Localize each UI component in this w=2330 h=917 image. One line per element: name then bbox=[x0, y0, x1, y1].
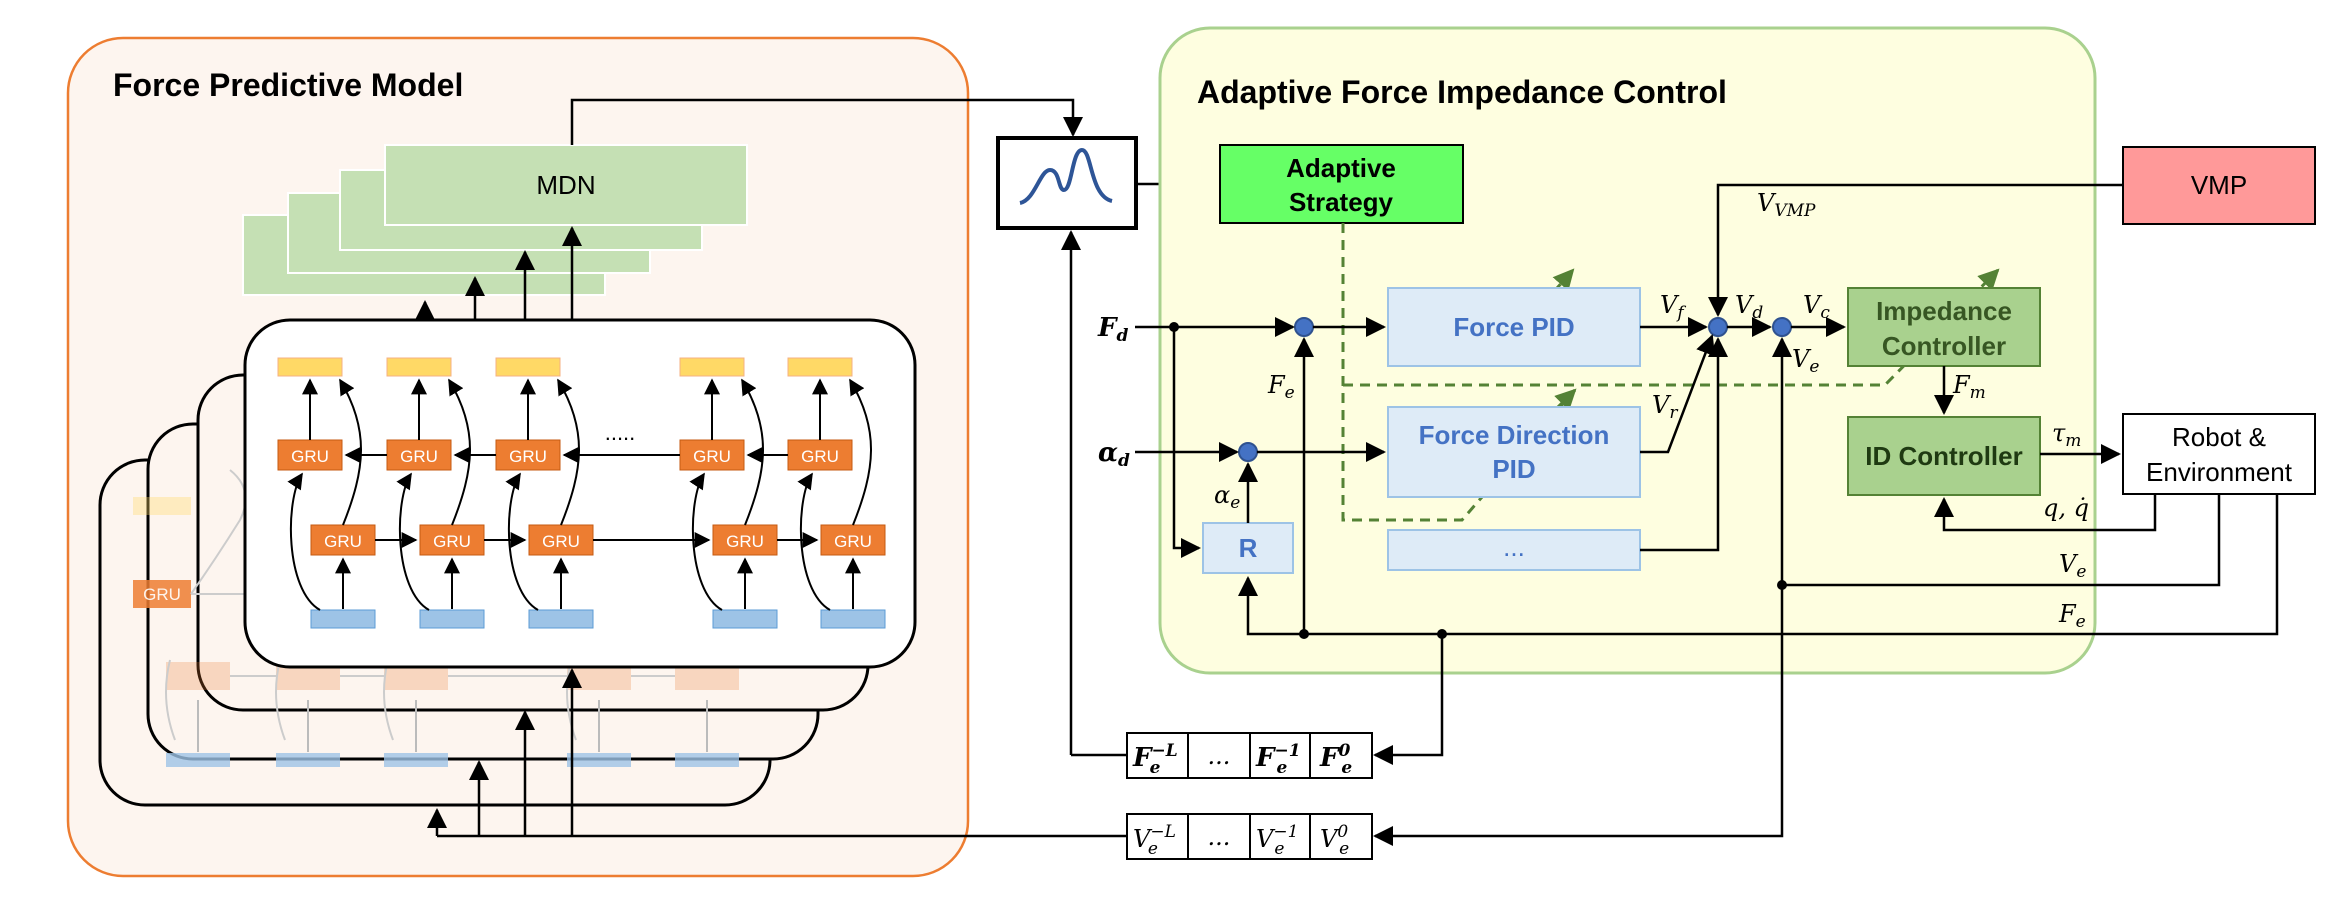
gru-backward-cell bbox=[386, 439, 452, 471]
label-V-e-outer: Ve bbox=[2059, 550, 2086, 582]
gru-forward-output-curve bbox=[557, 378, 580, 526]
label-F-e-inner: Fe bbox=[1267, 371, 1295, 403]
more-pid-block bbox=[1387, 529, 1641, 571]
impedance-controller-block bbox=[1847, 287, 2041, 367]
label-F-m: Fm bbox=[1952, 371, 1986, 403]
gru-forward-label: GRU bbox=[324, 532, 362, 551]
id-controller-block bbox=[1847, 416, 2041, 496]
label-F-d: Fd bbox=[1097, 313, 1128, 346]
gru-input-arrows bbox=[427, 668, 1130, 838]
gru-backward-label: GRU bbox=[291, 447, 329, 466]
gru-input-skip-curve bbox=[505, 472, 539, 611]
distribution-curve-icon bbox=[1019, 147, 1113, 205]
gru-forward-label: GRU bbox=[834, 532, 872, 551]
gru-forward-label: GRU bbox=[726, 532, 764, 551]
sum-junction-vc bbox=[1772, 317, 1792, 337]
gru-backward-label: GRU bbox=[801, 447, 839, 466]
gru-forward-output-curve bbox=[339, 378, 362, 526]
label-V-c: Vc bbox=[1803, 291, 1830, 323]
mdn-to-distribution-arrow bbox=[570, 98, 1083, 145]
signal-wires bbox=[1135, 183, 2279, 846]
force-direction-pid-label-1: Force Direction bbox=[1419, 420, 1610, 450]
gru-input-skip-curve bbox=[287, 472, 321, 611]
gru-stack-front bbox=[243, 318, 917, 669]
sum-junction-alpha bbox=[1238, 442, 1258, 462]
gru-input-skip-curve bbox=[396, 472, 430, 611]
robot-environment-label-2: Environment bbox=[2146, 457, 2293, 487]
gru-input-cell bbox=[310, 609, 376, 629]
mdn-stack bbox=[242, 144, 748, 296]
sum-junction-vd bbox=[1708, 317, 1728, 337]
vmp-block bbox=[2122, 146, 2316, 225]
more-pid-label: ... bbox=[1503, 532, 1525, 562]
gru-backward-cell bbox=[277, 439, 343, 471]
gru-output-cell bbox=[386, 357, 452, 377]
label-V-f: Vf bbox=[1660, 291, 1686, 323]
label-V-e-inner: Ve bbox=[1792, 345, 1819, 377]
gru-forward-label: GRU bbox=[433, 532, 471, 551]
label-alpha-d: αd bbox=[1098, 438, 1130, 471]
label-V-d: Vd bbox=[1735, 291, 1763, 323]
gru-forward-cell bbox=[310, 524, 376, 556]
gru-ellipsis: ..... bbox=[605, 420, 636, 445]
force-pid-label: Force PID bbox=[1453, 312, 1574, 342]
label-q-qdot: q, q̇ bbox=[2043, 494, 2089, 522]
label-F-e-outer: Fe bbox=[2058, 600, 2086, 632]
gru-input-skip-curve bbox=[689, 472, 723, 611]
force-buffer-cell-2: ... bbox=[1208, 742, 1231, 770]
vmp-label: VMP bbox=[2191, 170, 2247, 200]
label-alpha-e: αe bbox=[1214, 481, 1240, 513]
id-controller-label: ID Controller bbox=[1865, 441, 2022, 471]
gru-input-cell bbox=[712, 609, 778, 629]
robot-environment-block bbox=[2122, 413, 2316, 495]
gru-output-cell bbox=[787, 357, 853, 377]
sum-junction-force bbox=[1294, 317, 1314, 337]
robot-environment-label-1: Robot & bbox=[2172, 422, 2266, 452]
force-direction-pid-block bbox=[1387, 406, 1641, 498]
adaptive-strategy-label-1: Adaptive bbox=[1286, 153, 1396, 183]
adaptive-strategy-label-2: Strategy bbox=[1289, 187, 1394, 217]
label-tau-m: τm bbox=[2052, 419, 2081, 451]
gru-backward-label: GRU bbox=[509, 447, 547, 466]
impedance-controller-label-2: Controller bbox=[1882, 331, 2006, 361]
force-direction-pid-label-2: PID bbox=[1492, 454, 1535, 484]
svg-text:GRU: GRU bbox=[143, 585, 181, 604]
gru-input-cell bbox=[528, 609, 594, 629]
r-block-label: R bbox=[1239, 533, 1258, 563]
impedance-controller-label-1: Impedance bbox=[1876, 296, 2012, 326]
gru-input-skip-curve bbox=[797, 472, 831, 611]
gru-forward-output-curve bbox=[448, 378, 471, 526]
gru-backward-label: GRU bbox=[400, 447, 438, 466]
gru-input-cell bbox=[820, 609, 886, 629]
label-V-r: Vr bbox=[1652, 391, 1678, 423]
gru-forward-label: GRU bbox=[542, 532, 580, 551]
r-block bbox=[1202, 522, 1294, 574]
afic-title: Adaptive Force Impedance Control bbox=[1197, 74, 1727, 110]
gru-input-cell bbox=[419, 609, 485, 629]
gru-forward-cell bbox=[528, 524, 594, 556]
gru-backward-label: GRU bbox=[693, 447, 731, 466]
gru-network: GRU GRU GRU GRU GRU GRU GRU GRU GRU GRU..... bbox=[277, 357, 886, 629]
signal-labels: Fd αd Fe αe Vf Vr Vd Vc Ve VVMP Fm τm q,… bbox=[1097, 189, 2089, 632]
gru-output-cell bbox=[679, 357, 745, 377]
gru-output-cell bbox=[277, 357, 343, 377]
mdn-input-arrows bbox=[415, 226, 582, 320]
mdn-label: MDN bbox=[536, 170, 595, 200]
velocity-buffer-cell-2: ... bbox=[1208, 823, 1231, 851]
label-V-VMP: VVMP bbox=[1757, 189, 1816, 221]
gru-forward-output-curve bbox=[741, 378, 764, 526]
gru-forward-output-curve bbox=[849, 378, 872, 526]
gru-output-cell bbox=[495, 357, 561, 377]
fpm-title: Force Predictive Model bbox=[113, 67, 463, 103]
